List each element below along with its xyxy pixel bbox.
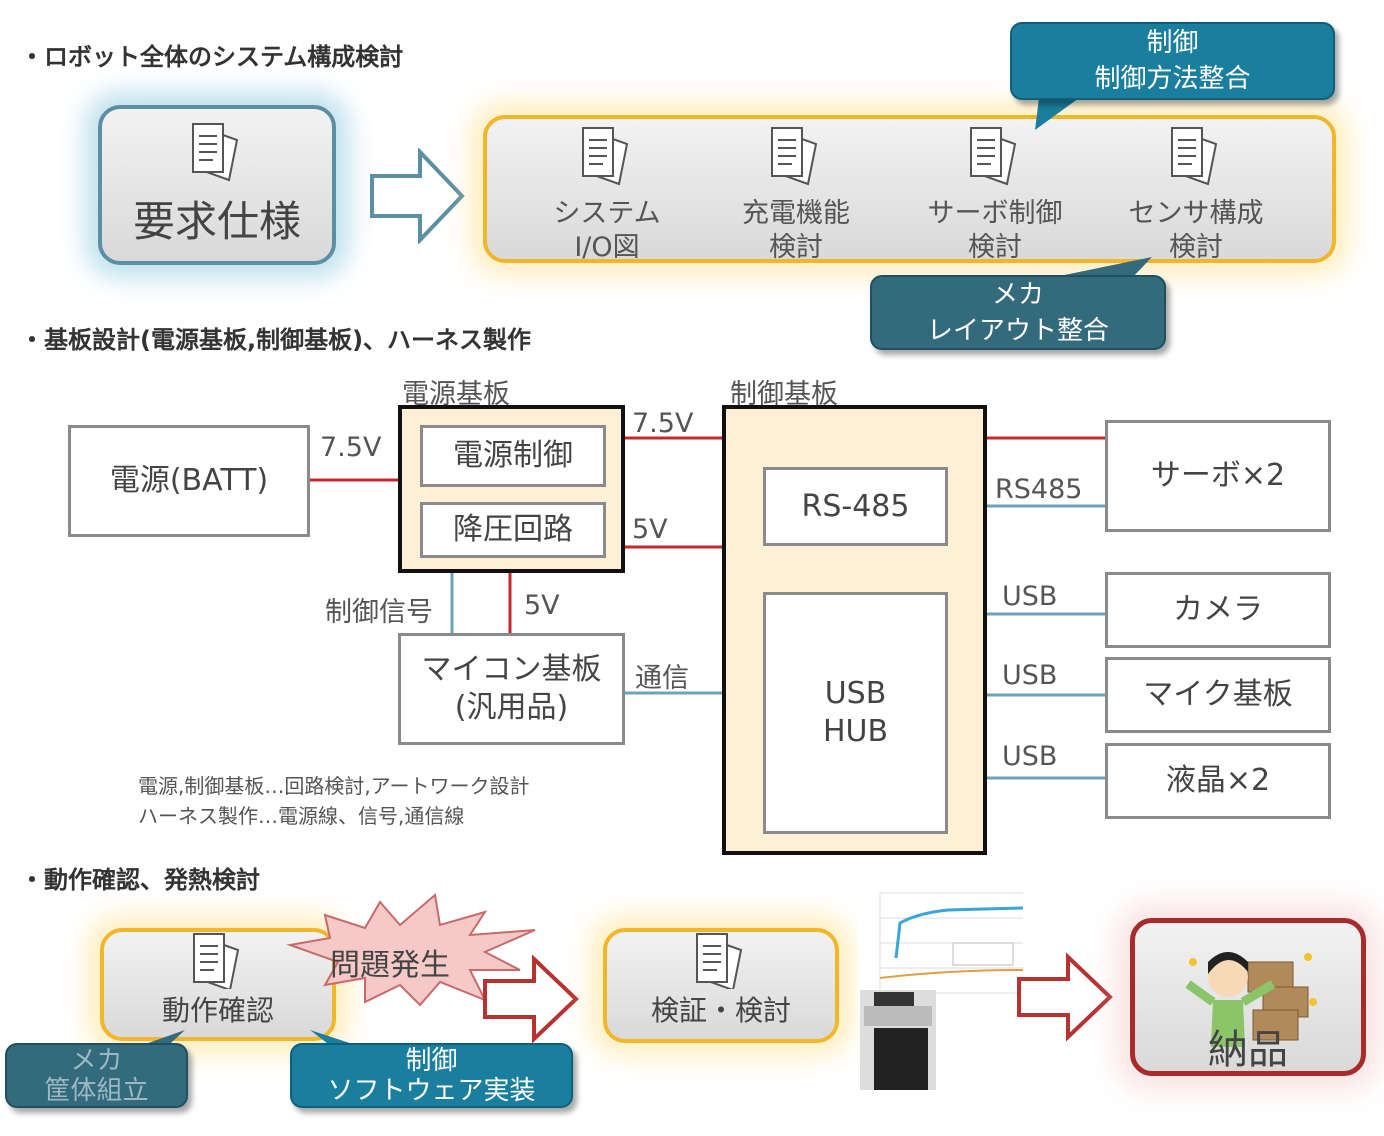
callout-title: メカ <box>70 1045 123 1076</box>
power-board-label: 電源基板 <box>402 379 510 410</box>
study-item-subtitle: 検討 <box>1169 232 1223 263</box>
callout-mech-housing: メカ 筐体組立 <box>5 1043 188 1108</box>
signal-label: RS485 <box>995 474 1083 505</box>
callout-control-software: 制御 ソフトウェア実装 <box>290 1043 573 1108</box>
study-item-title: システム <box>553 198 661 229</box>
servo-box: サーボ×2 <box>1105 420 1331 532</box>
lcd-box: 液晶×2 <box>1105 743 1331 819</box>
document-icon <box>193 933 239 989</box>
study-item-subtitle: 検討 <box>769 232 823 263</box>
callout-tail <box>1040 257 1152 280</box>
step-down-box: 降圧回路 <box>420 502 606 558</box>
callout-text: 制御方法整合 <box>1094 64 1251 94</box>
signal-label: USB <box>1002 660 1058 691</box>
rs485-box: RS-485 <box>763 467 948 546</box>
section-heading-system: ・ロボット全体のシステム構成検討 <box>20 43 404 71</box>
study-item-title: センサ構成 <box>1128 198 1264 229</box>
mcu-sub-label: (汎用品) <box>454 690 569 725</box>
operation-check-label: 動作確認 <box>161 994 274 1027</box>
voltage-label: 7.5V <box>320 432 382 463</box>
callout-title: 制御 <box>405 1045 458 1076</box>
celebrating-person-illustration <box>1185 952 1317 1047</box>
usb-hub-sub-label: HUB <box>822 714 889 749</box>
control-board-label: 制御基板 <box>730 379 838 410</box>
signal-label: USB <box>1002 741 1058 772</box>
study-item-title: サーボ制御 <box>927 198 1063 229</box>
signal-label: USB <box>1002 581 1058 612</box>
callout-title: 制御 <box>1146 28 1199 58</box>
callout-control-method: 制御 制御方法整合 <box>1010 22 1335 100</box>
study-item-title: 充電機能 <box>742 198 850 229</box>
mcu-label: マイコン基板 <box>421 652 602 687</box>
document-icon <box>696 933 742 989</box>
signal-label: 通信 <box>635 663 689 694</box>
study-item: サーボ制御検討 <box>895 126 1095 265</box>
arrow-right-icon <box>370 148 465 244</box>
callout-mech-layout: メカ レイアウト整合 <box>870 275 1166 350</box>
arrow-right-icon <box>483 955 579 1044</box>
section-heading-board: ・基板設計(電源基板,制御基板)、ハーネス製作 <box>20 326 532 354</box>
requirements-label: 要求仕様 <box>132 196 301 246</box>
study-item-subtitle: 検討 <box>968 232 1022 263</box>
signal-label: 制御信号 <box>325 597 433 628</box>
usb-hub-label: USB <box>824 676 887 711</box>
power-control-box: 電源制御 <box>420 425 606 487</box>
mic-board-box: マイク基板 <box>1105 657 1331 733</box>
study-item: センサ構成検討 <box>1096 126 1296 265</box>
requirements-card: 要求仕様 <box>98 105 336 265</box>
arrow-right-icon <box>1017 953 1113 1042</box>
mcu-board-box: マイコン基板 (汎用品) <box>398 633 625 745</box>
callout-text: ソフトウェア実装 <box>327 1075 536 1106</box>
voltage-label: 5V <box>524 590 560 621</box>
callout-text: 筐体組立 <box>44 1075 149 1106</box>
device-photo <box>860 990 936 1090</box>
note-line: ハーネス製作…電源線、信号,通信線 <box>138 804 465 828</box>
battery-box: 電源(BATT) <box>68 425 310 537</box>
note-line: 電源,制御基板…回路検討,アートワーク設計 <box>138 774 530 798</box>
problem-label: 問題発生 <box>330 948 450 983</box>
study-item-subtitle: I/O図 <box>574 232 640 263</box>
callout-text: レイアウト整合 <box>926 315 1109 346</box>
voltage-label: 5V <box>632 514 668 545</box>
callout-tail <box>1035 90 1090 130</box>
delivery-label: 納品 <box>1208 1027 1288 1073</box>
callout-title: メカ <box>991 279 1044 310</box>
verify-card: 検証・検討 <box>603 928 839 1043</box>
usb-hub-box: USB HUB <box>763 592 948 834</box>
delivery-card: 納品 <box>1130 918 1366 1076</box>
verify-label: 検証・検討 <box>650 994 791 1027</box>
voltage-label: 7.5V <box>632 408 694 439</box>
camera-box: カメラ <box>1105 572 1331 648</box>
section-heading-test: ・動作確認、発熱検討 <box>20 866 260 894</box>
study-item: 充電機能検討 <box>696 126 896 265</box>
starburst-icon <box>286 893 536 1007</box>
